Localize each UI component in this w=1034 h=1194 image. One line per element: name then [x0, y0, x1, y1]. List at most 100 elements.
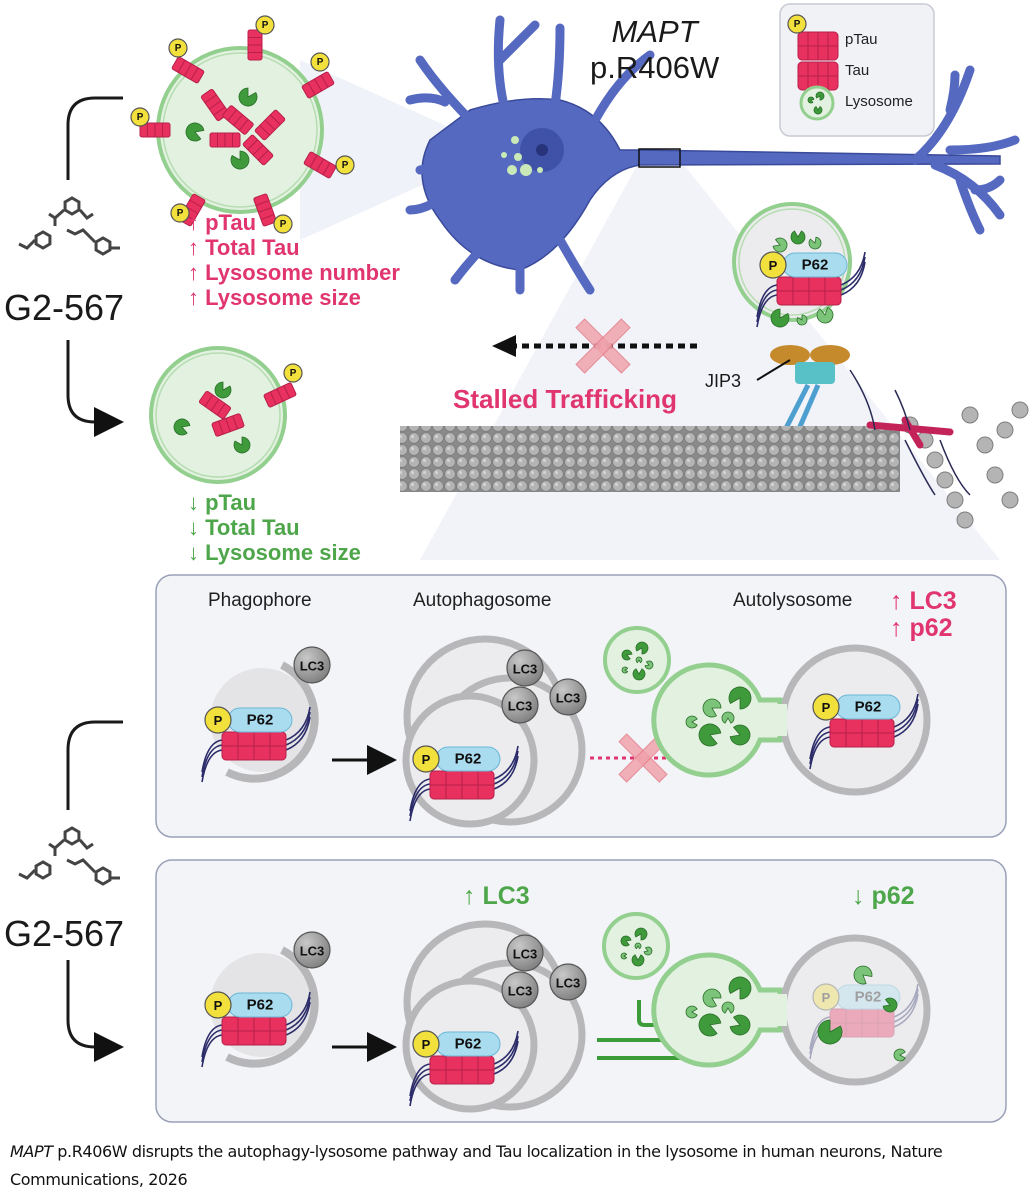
enzyme-icon	[634, 927, 648, 941]
stage-autolysosome: Autolysosome	[733, 590, 853, 611]
p62-tau-complex: P62 P	[201, 706, 311, 783]
lc3-protein	[293, 931, 331, 969]
enzyme-icon	[698, 723, 722, 747]
fusion-neck	[765, 704, 787, 736]
axon-zoom-box	[638, 148, 681, 168]
autophagy-illustrations: LC3P62PLC3LC3LC3P62PP62PLC3P62PLC3LC3LC3…	[201, 626, 931, 1113]
tau-aggregate	[429, 770, 495, 800]
tau-fibril	[171, 56, 205, 84]
p62-label: P62	[855, 699, 882, 716]
enzyme-icon	[702, 988, 722, 1008]
effect-item: ↑ pTau	[188, 210, 257, 235]
change-lc3-up: ↑ LC3	[890, 587, 957, 615]
lc3-protein	[293, 646, 331, 684]
drug-arrow-bottom-down	[66, 960, 124, 1062]
phospho-label: P	[214, 713, 223, 728]
phospho-icon	[283, 363, 303, 383]
enzyme-icon	[635, 641, 649, 655]
phospho-label: P	[137, 112, 144, 123]
tau-tails	[409, 745, 519, 822]
phospho-label: P	[177, 208, 184, 219]
enzyme-icon	[620, 952, 628, 960]
caption-gene: MAPT	[10, 1142, 53, 1161]
enzyme-icon	[728, 976, 752, 1000]
drug-name-top: G2-567	[4, 287, 125, 328]
effect-item: ↓ pTau	[188, 490, 257, 515]
enzyme-icon	[817, 1019, 843, 1045]
enzyme-icon	[770, 308, 790, 328]
tau-tails	[409, 1030, 519, 1107]
phospho-icon	[204, 706, 232, 734]
phospho-icon	[412, 745, 440, 773]
enzyme-icon	[621, 666, 629, 674]
drug-molecule-icon	[18, 196, 120, 256]
enzyme-icon	[634, 942, 642, 950]
phospho-label: P	[317, 57, 324, 68]
p62-label: P62	[247, 997, 274, 1014]
enzyme-icon	[173, 418, 191, 436]
drug-arrow-bottom	[66, 720, 123, 810]
zoom-wedge-soma	[300, 60, 500, 240]
tau-fibril	[222, 105, 254, 135]
enzyme-icon	[698, 1013, 722, 1037]
phospho-icon	[335, 155, 355, 175]
tau-fibril	[211, 413, 245, 437]
enzyme-icon	[815, 91, 825, 101]
enzyme-icon	[233, 436, 251, 454]
lc3-label: LC3	[556, 691, 581, 706]
stage-autophagosome: Autophagosome	[413, 590, 552, 611]
tau-tails	[849, 369, 971, 496]
drug-molecule-icon	[18, 826, 120, 886]
p62-label: P62	[247, 712, 274, 729]
change-lc3-up-treated: ↑ LC3	[463, 882, 530, 910]
phospho-icon	[812, 693, 840, 721]
enzyme-icon	[772, 237, 788, 253]
lc3-protein	[501, 971, 539, 1009]
change-p62-down-treated: ↓ p62	[852, 882, 915, 910]
enzyme-icon	[685, 1005, 698, 1019]
stage-phagophore: Phagophore	[208, 590, 312, 611]
phospho-icon	[412, 1030, 440, 1058]
tau-fibril	[198, 390, 232, 420]
enzyme-icon	[882, 997, 898, 1013]
tubulin-subunit	[1011, 401, 1029, 419]
phospho-label: P	[822, 700, 831, 715]
tubulin-subunit	[986, 466, 1004, 484]
effect-item: ↑ Lysosome size	[188, 285, 361, 310]
legend-label-ptau: pTau	[845, 31, 878, 48]
enzyme-icon	[853, 965, 873, 985]
enzyme-icon	[807, 96, 815, 104]
jip3-label: JIP3	[705, 371, 742, 391]
tau-tails	[756, 251, 866, 328]
blocked-x-icon	[575, 318, 631, 374]
enzyme-icon	[790, 230, 806, 245]
phospho-icon	[759, 251, 787, 279]
p62-tau-complex: P62 P	[809, 693, 919, 770]
gene-variant: p.R406W	[590, 50, 720, 85]
phospho-label: P	[422, 1037, 431, 1052]
phospho-icon	[170, 203, 190, 223]
figure-caption: MAPT p.R406W disrupts the autophagy-lyso…	[10, 1138, 1020, 1194]
phospho-icon	[168, 38, 188, 58]
tubulin-subunit	[961, 406, 979, 424]
lc3-label: LC3	[513, 662, 538, 677]
effect-item: ↑ Total Tau	[188, 235, 300, 260]
drug-arrow-top-down	[66, 340, 124, 437]
tau-aggregate	[429, 1055, 495, 1085]
tubulin-subunit	[926, 451, 944, 469]
enzyme-icon	[632, 668, 646, 681]
effect-item: ↓ Total Tau	[188, 515, 300, 540]
stalled-arrow-head	[492, 335, 516, 357]
phospho-label: P	[342, 160, 349, 171]
enzyme-icon	[631, 954, 645, 967]
tubulin-subunit	[936, 471, 954, 489]
enzyme-icon	[620, 935, 632, 947]
tau-aggregate	[797, 61, 839, 91]
tau-aggregate	[829, 718, 895, 748]
enzyme-icon	[796, 314, 808, 326]
